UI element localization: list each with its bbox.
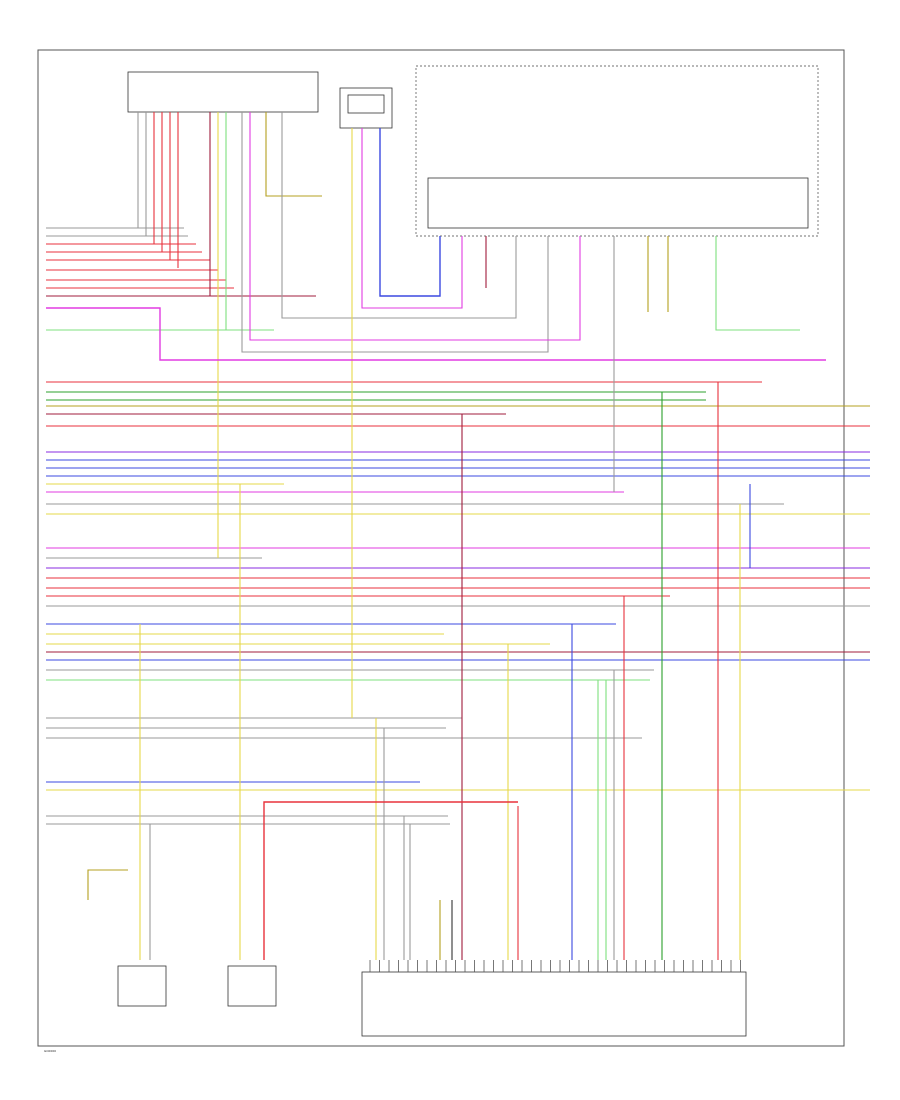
- module-pin-wire: [281, 112, 517, 319]
- module-pin-wire: [241, 112, 549, 353]
- module-pin-wire: [265, 112, 322, 197]
- cluster-wire: [715, 236, 800, 331]
- loop-wire: [263, 801, 518, 960]
- relay-box: [339, 87, 393, 129]
- relay-wire: [361, 128, 463, 309]
- relay-wire: [379, 128, 441, 297]
- relay-coil: [347, 94, 385, 114]
- sensor-wire: [87, 869, 128, 900]
- magenta-wire: [46, 307, 826, 361]
- footer-code: GC0000: [44, 1049, 56, 1053]
- oil-level-sensor-box: [117, 965, 167, 1007]
- module-pin-wire: [249, 112, 581, 341]
- top-left-module: [127, 71, 319, 113]
- instrument-cluster-outline: [415, 65, 819, 237]
- coolant-sensor-box: [227, 965, 277, 1007]
- ecm-pin-row: [369, 960, 741, 972]
- instrument-cluster-board: [427, 177, 809, 229]
- wire-layer: [46, 112, 870, 960]
- engine-control-module-box: [361, 971, 747, 1037]
